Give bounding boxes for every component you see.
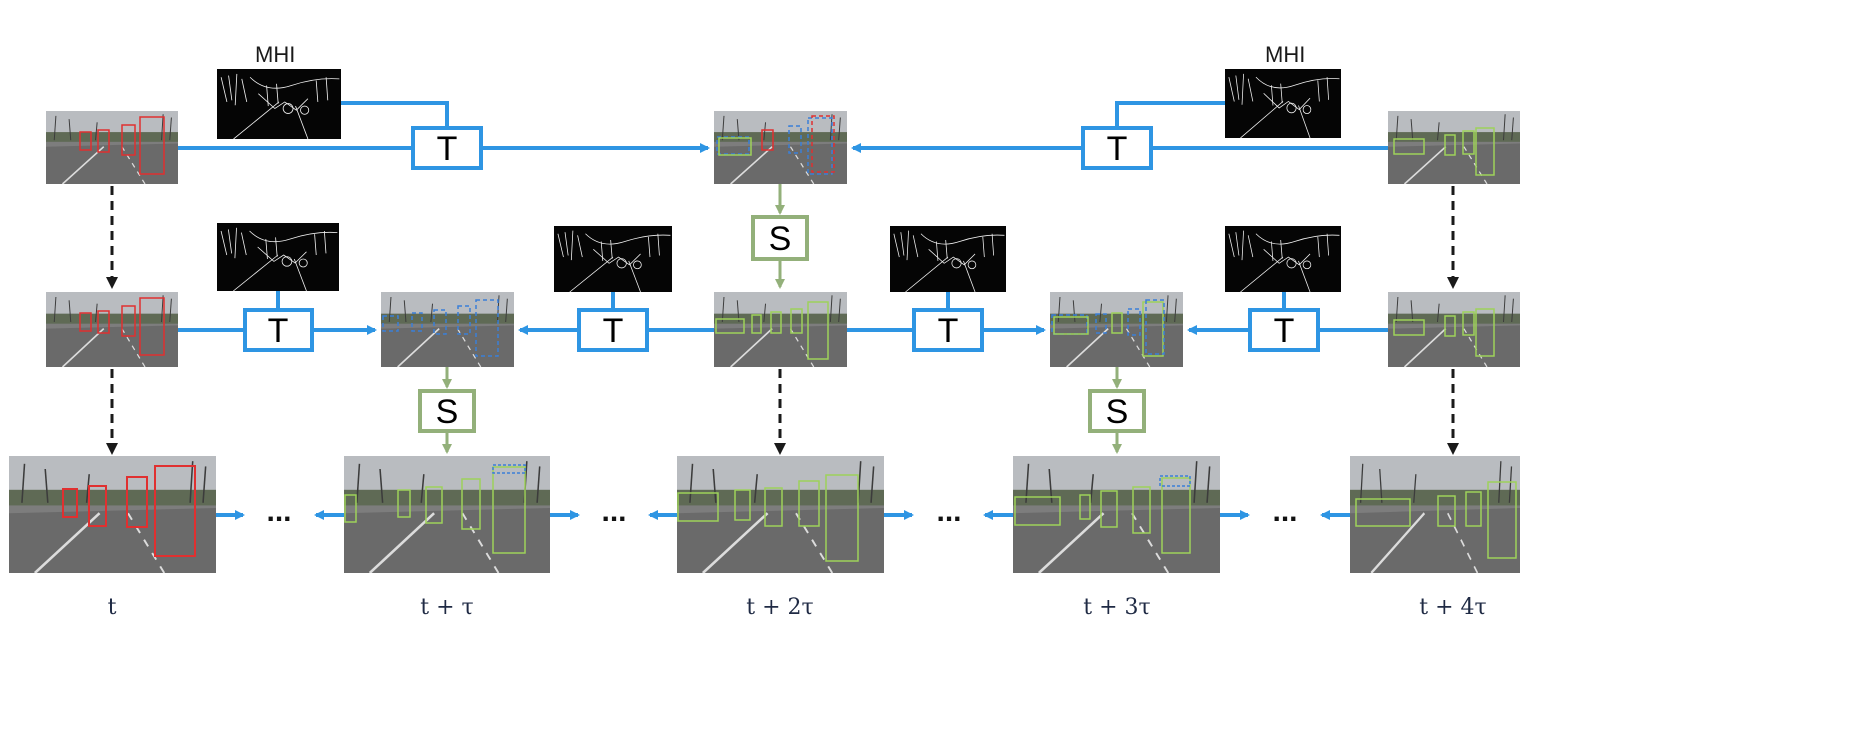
mhi-image-row1-right: [1225, 69, 1341, 138]
time-label-t-3tau: t + 3τ: [1083, 595, 1150, 620]
temporal-op-row2-4: T: [1248, 308, 1320, 352]
frame-row1-t4tau: [1388, 111, 1520, 184]
ellipsis-1: ...: [266, 495, 291, 528]
svg-text:T: T: [1274, 312, 1295, 350]
mhi-image-row2-1: [217, 223, 339, 291]
ellipsis-2: ...: [601, 495, 626, 528]
frame-row1-t: [46, 111, 178, 184]
temporal-op-row2-3: T: [912, 308, 984, 352]
frame-row3-t: [9, 456, 216, 573]
frame-row1-t2tau: [714, 111, 847, 184]
time-label-t-4tau: t + 4τ: [1419, 595, 1486, 620]
svg-text:S: S: [436, 393, 459, 431]
frame-row2-t3tau: [1050, 292, 1183, 367]
time-label-t: t: [108, 595, 117, 620]
svg-text:T: T: [938, 312, 959, 350]
frame-row3-t4tau: [1350, 456, 1520, 573]
svg-text:T: T: [603, 312, 624, 350]
time-label-t-2tau: t + 2τ: [746, 595, 813, 620]
spatial-op-center: S: [751, 215, 809, 261]
frame-row3-t2tau: [677, 456, 884, 573]
spatial-op-left: S: [418, 389, 476, 433]
svg-text:T: T: [268, 312, 289, 350]
temporal-op-row1-left: T: [411, 126, 483, 170]
svg-text:T: T: [1107, 130, 1128, 168]
frame-row2-ttau: [381, 292, 514, 367]
spatial-op-right: S: [1088, 389, 1146, 433]
ellipsis-4: ...: [1272, 495, 1297, 528]
frame-row2-t: [46, 292, 178, 367]
svg-text:T: T: [437, 130, 458, 168]
row2-temporal-connectors: [178, 291, 1388, 335]
mhi-label-left: MHI: [255, 42, 295, 67]
temporal-op-row2-2: T: [577, 308, 649, 352]
svg-text:S: S: [1106, 393, 1129, 431]
frame-row3-t3tau: [1013, 456, 1220, 573]
frame-row2-t4tau: [1388, 292, 1520, 367]
frame-row2-t2tau: [714, 292, 847, 367]
temporal-op-row1-right: T: [1081, 126, 1153, 170]
svg-text:S: S: [769, 220, 792, 258]
dashed-propagation-arrows: [106, 186, 1459, 455]
mhi-image-row2-4: [1225, 226, 1341, 292]
temporal-op-row2-1: T: [243, 308, 314, 352]
mhi-image-row1-left: [217, 69, 341, 139]
ellipsis-3: ...: [936, 495, 961, 528]
mhi-image-row2-2: [554, 226, 672, 292]
mhi-image-row2-3: [890, 226, 1006, 292]
frame-row3-ttau: [344, 456, 550, 573]
mhi-label-right: MHI: [1265, 42, 1305, 67]
spatial-connectors-row2: [442, 367, 1122, 454]
row1-temporal-connectors: [178, 101, 1388, 153]
time-label-t-tau: t + τ: [420, 595, 473, 620]
